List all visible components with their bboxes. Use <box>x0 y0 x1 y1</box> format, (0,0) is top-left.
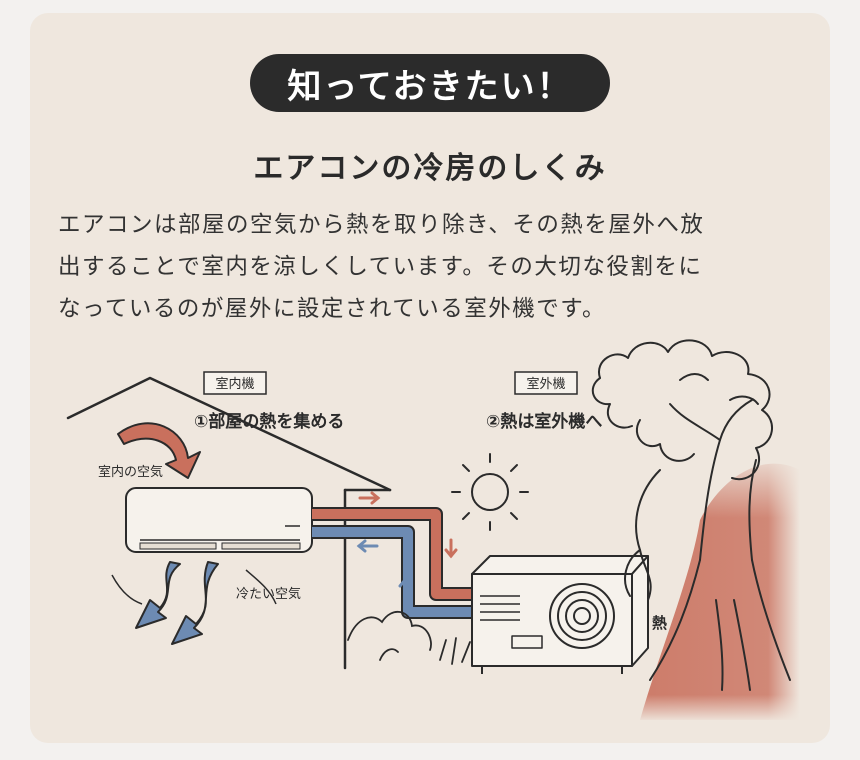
indoor-unit <box>125 487 313 553</box>
heat-glow <box>630 450 805 722</box>
description-line: エアコンは部屋の空気から熱を取り除き、その熱を屋外へ放 <box>58 212 705 238</box>
description: エアコンは部屋の空気から熱を取り除き、その熱を屋外へ放 出することで室内を涼しく… <box>58 204 808 330</box>
description-line: 出することで室内を涼しくしています。その大切な役割をに <box>58 254 703 280</box>
sun-icon <box>451 453 529 531</box>
flow-arrows <box>356 491 458 598</box>
heat-label: 熱 <box>652 614 667 632</box>
badge-label: 知っておきたい！ <box>287 66 573 107</box>
step2-label: ②熱は室外機へ <box>486 411 602 432</box>
description-line: なっているのが屋外に設定されている室外機です。 <box>58 296 606 322</box>
outdoor-unit <box>471 555 649 674</box>
outdoor-tag: 室外機 <box>514 371 578 395</box>
room-air-label: 室内の空気 <box>98 464 163 480</box>
tree-illustration <box>591 339 791 691</box>
outdoor-tag-label: 室外機 <box>526 376 565 392</box>
page-title: エアコンの冷房のしくみ <box>253 151 607 186</box>
cool-air-arrows <box>135 561 219 645</box>
cool-air-label: 冷たい空気 <box>236 586 301 602</box>
air-curve-lines <box>111 569 277 605</box>
warm-air-arrow <box>117 422 201 479</box>
badge: 知っておきたい！ <box>250 54 610 112</box>
refrigerant-pipes <box>312 507 478 619</box>
bush-left <box>347 611 471 665</box>
indoor-tag-label: 室内機 <box>215 376 254 392</box>
indoor-tag: 室内機 <box>203 371 267 395</box>
step1-label: ①部屋の熱を集める <box>194 411 344 432</box>
